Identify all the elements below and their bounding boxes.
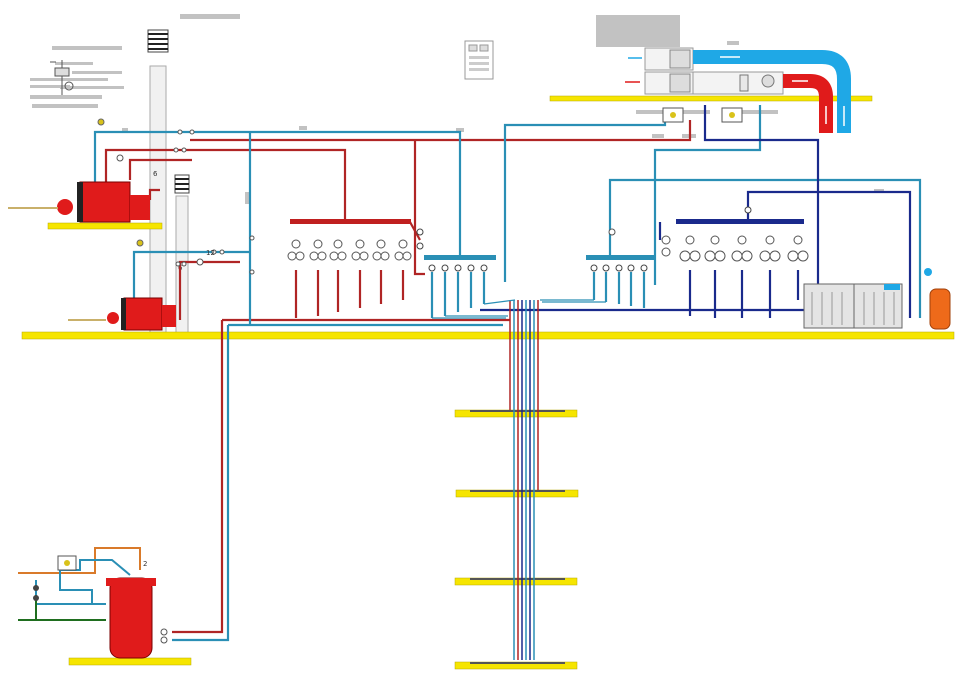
manifold-branches xyxy=(432,299,606,319)
hot-pump-group xyxy=(287,239,412,261)
floor-slabs xyxy=(21,95,955,670)
storage-tank xyxy=(106,577,156,659)
manifold-valves xyxy=(416,206,752,272)
chiller-units xyxy=(803,283,903,329)
chimney-stack: 6 6 xyxy=(147,29,190,335)
hot-manifold xyxy=(290,219,411,224)
return-manifold xyxy=(424,255,496,260)
chilled-pipes xyxy=(480,105,912,318)
return-pipes xyxy=(93,105,940,642)
line-fittings xyxy=(116,129,616,644)
hot-supply-pipes xyxy=(104,120,692,634)
air-handling-unit xyxy=(625,47,784,95)
boiler-lower xyxy=(68,297,176,331)
secondary-manifold xyxy=(586,255,656,260)
control-panel-icon xyxy=(464,40,494,80)
stack-tag-b: 6 xyxy=(153,170,158,178)
riser-bundle xyxy=(509,300,539,660)
mixing-number-label: 2 xyxy=(143,560,147,568)
boiler-upper xyxy=(8,181,150,223)
chilled-pump-group xyxy=(661,235,809,262)
expansion-tank xyxy=(924,268,951,330)
ahu-valve-station xyxy=(662,107,743,123)
chilled-manifold xyxy=(676,219,804,224)
vent-fitting-icon xyxy=(50,60,74,95)
sensor-icons xyxy=(97,118,144,247)
duct-run xyxy=(693,50,851,133)
gauge-code-label: 12 xyxy=(206,249,215,257)
dhw-valve-station: 2 xyxy=(33,555,147,601)
